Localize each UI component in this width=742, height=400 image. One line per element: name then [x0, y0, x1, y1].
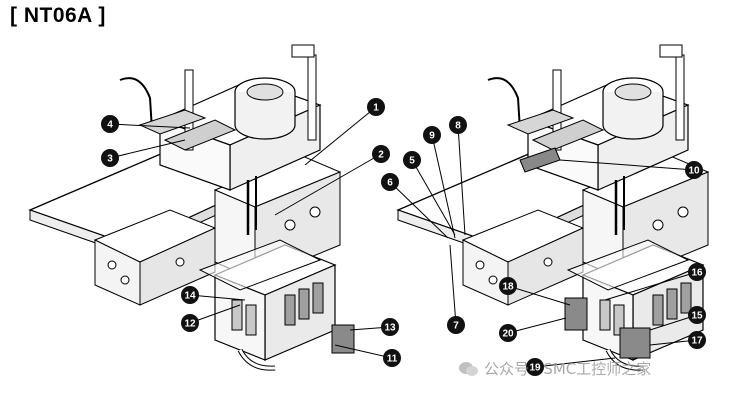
leader-line-2: [274, 153, 382, 216]
callout-circle-11: [383, 349, 401, 367]
leader-line-6: [389, 181, 449, 239]
wechat-icon: [459, 362, 478, 376]
callout-12: 12: [181, 314, 199, 332]
callout-16: 16: [688, 263, 706, 281]
callout-circle-6: [381, 173, 399, 191]
callout-number-10: 10: [688, 166, 700, 177]
callout-number-3: 3: [107, 154, 113, 165]
leader-line-7: [449, 244, 457, 326]
machine-right: [398, 45, 708, 368]
leader-line-14: [189, 294, 246, 301]
leader-line-5: [411, 159, 456, 236]
leader-line-18: [507, 285, 571, 306]
callout-number-2: 2: [378, 150, 384, 161]
callout-10: 10: [685, 161, 703, 179]
callout-number-15: 15: [691, 311, 703, 322]
watermark: 公众号 · SMC工控师之家: [484, 360, 652, 378]
callout-circle-9: [423, 126, 441, 144]
part-20-highlight: [564, 297, 588, 331]
leader-line-9: [431, 134, 456, 239]
callout-circle-12: [181, 314, 199, 332]
callout-number-11: 11: [387, 354, 398, 365]
leader-line-4: [109, 123, 191, 129]
callout-circle-20: [499, 324, 517, 342]
callout-circle-8: [449, 116, 467, 134]
leader-line-11: [334, 344, 393, 359]
callout-2: 2: [372, 145, 390, 163]
callout-4: 4: [101, 115, 119, 133]
callout-circle-14: [181, 286, 199, 304]
callout-number-12: 12: [184, 319, 196, 330]
callout-number-13: 13: [384, 323, 396, 334]
callout-circle-2: [372, 145, 390, 163]
callout-number-9: 9: [429, 131, 435, 142]
callout-number-16: 16: [691, 268, 703, 279]
diagram-title: [ NT06A ]: [10, 4, 106, 27]
callout-circle-15: [688, 306, 706, 324]
leader-line-10: [559, 159, 695, 171]
callout-15: 15: [688, 306, 706, 324]
callout-circle-4: [101, 115, 119, 133]
callout-number-5: 5: [409, 156, 415, 167]
leader-line-1: [304, 106, 377, 166]
callout-17: 17: [688, 331, 706, 349]
callout-number-6: 6: [387, 178, 393, 189]
callout-1: 1: [367, 98, 385, 116]
leader-line-3: [109, 139, 186, 159]
callout-number-20: 20: [502, 329, 514, 340]
callout-number-14: 14: [184, 291, 196, 302]
callout-circle-18: [499, 277, 517, 295]
callout-circle-19: [526, 358, 544, 376]
callout-circle-3: [101, 149, 119, 167]
callout-11: 11: [383, 349, 401, 367]
callout-20: 20: [499, 324, 517, 342]
callout-13: 13: [381, 318, 399, 336]
callout-5: 5: [403, 151, 421, 169]
callout-9: 9: [423, 126, 441, 144]
callout-number-1: 1: [373, 103, 379, 114]
callout-number-8: 8: [455, 121, 461, 132]
callout-number-19: 19: [529, 363, 541, 374]
callout-number-7: 7: [453, 321, 459, 332]
callout-circle-7: [447, 316, 465, 334]
callout-18: 18: [499, 277, 517, 295]
leader-line-16: [604, 271, 698, 301]
callout-circle-17: [688, 331, 706, 349]
callout-14: 14: [181, 286, 199, 304]
callout-19: 19: [526, 358, 544, 376]
callout-6: 6: [381, 173, 399, 191]
callout-circle-13: [381, 318, 399, 336]
leader-line-8: [457, 124, 466, 236]
leader-line-19: [534, 357, 616, 368]
callout-3: 3: [101, 149, 119, 167]
callout-7: 7: [447, 316, 465, 334]
leader-line-20: [507, 317, 567, 334]
callout-number-17: 17: [691, 336, 703, 347]
callout-circle-16: [688, 263, 706, 281]
callout-number-4: 4: [107, 120, 113, 131]
callout-number-18: 18: [502, 282, 514, 293]
callout-8: 8: [449, 116, 467, 134]
callout-circle-5: [403, 151, 421, 169]
callout-circle-1: [367, 98, 385, 116]
callout-circle-10: [685, 161, 703, 179]
part-17-highlight: [619, 327, 651, 359]
